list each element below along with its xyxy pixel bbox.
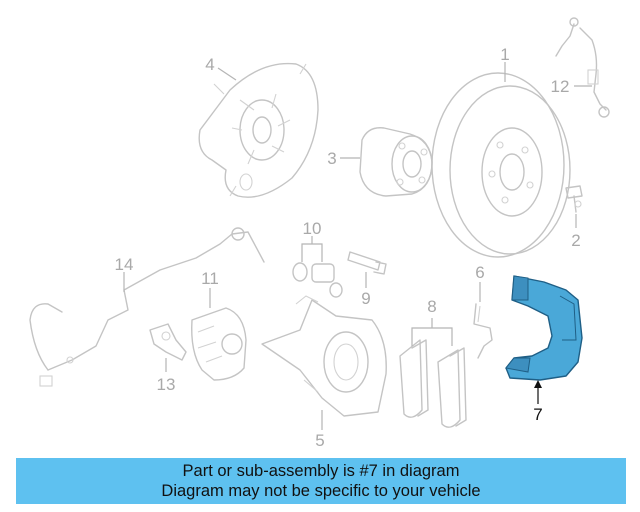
leader-line-10 — [301, 236, 323, 262]
part-13-sensor[interactable] — [149, 323, 187, 361]
callout-3[interactable]: 3 — [327, 149, 336, 168]
callout-10[interactable]: 10 — [303, 219, 322, 238]
part-12-brake-hose[interactable] — [555, 17, 610, 118]
callout-9[interactable]: 9 — [361, 289, 370, 308]
callout-13[interactable]: 13 — [157, 375, 176, 394]
part-8-brake-pads[interactable] — [399, 339, 467, 428]
banner-line-part: Part or sub-assembly is #7 in diagram — [182, 462, 460, 480]
leader-line-4 — [217, 67, 237, 81]
part-6-spring-clip[interactable] — [473, 303, 493, 359]
part-4-dust-shield[interactable] — [198, 62, 319, 198]
callout-4[interactable]: 4 — [205, 55, 214, 74]
part-7-caliper-bracket[interactable] — [505, 275, 583, 381]
banner-line-disclaimer: Diagram may not be specific to your vehi… — [161, 482, 481, 500]
callout-7[interactable]: 7 — [533, 405, 542, 424]
callout-6[interactable]: 6 — [475, 263, 484, 282]
callout-1[interactable]: 1 — [500, 45, 509, 64]
callout-2[interactable]: 2 — [571, 231, 580, 250]
part-14-sensor-cable[interactable] — [29, 227, 265, 387]
part-11-actuator[interactable] — [191, 307, 247, 381]
part-9-bolt[interactable] — [347, 251, 387, 275]
leader-line-8 — [411, 318, 453, 346]
leader-arrowhead-7 — [534, 380, 542, 388]
part-2-screw[interactable] — [565, 185, 583, 213]
info-banner: Part or sub-assembly is #7 in diagram Di… — [16, 458, 626, 504]
callout-11[interactable]: 11 — [201, 269, 219, 288]
part-3-hub-bearing[interactable] — [359, 127, 433, 197]
part-1-brake-rotor[interactable] — [431, 72, 571, 258]
callout-8[interactable]: 8 — [427, 297, 436, 316]
part-10-guide-pin-kit[interactable] — [292, 262, 343, 298]
callout-5[interactable]: 5 — [315, 431, 324, 450]
callout-12[interactable]: 12 — [551, 77, 570, 96]
part-5-caliper[interactable] — [261, 295, 387, 417]
callout-14[interactable]: 14 — [115, 255, 134, 274]
